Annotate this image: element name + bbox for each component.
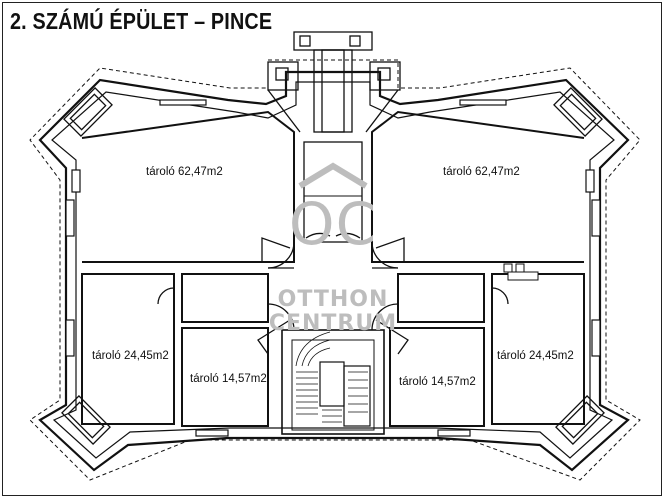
room-label-upper-left: tároló 62,47m2 xyxy=(146,166,223,178)
room-label-middle-left: tároló 14,57m2 xyxy=(190,373,267,385)
watermark-line2: CENTRUM xyxy=(269,311,397,336)
room-labels: tároló 62,47m2 tároló 62,47m2 tároló 24,… xyxy=(92,166,574,388)
room-label-lower-right: tároló 24,45m2 xyxy=(497,350,574,362)
plan-title: 2. SZÁMÚ ÉPÜLET – PINCE xyxy=(10,8,273,34)
outer-walls xyxy=(38,70,630,472)
room-label-middle-right: tároló 14,57m2 xyxy=(399,376,476,388)
outer-dashed-outline xyxy=(29,59,641,481)
interior-walls xyxy=(81,110,585,435)
corner-towers xyxy=(61,87,605,445)
room-label-upper-right: tároló 62,47m2 xyxy=(443,166,520,178)
page-frame xyxy=(2,2,662,496)
watermark: OC OTTHON CENTRUM xyxy=(269,162,397,336)
watermark-line1: OTTHON xyxy=(278,287,389,312)
door-swings xyxy=(157,232,509,355)
utility-fixtures xyxy=(503,263,539,281)
top-entrance-structure xyxy=(267,31,401,133)
staircase-steps xyxy=(295,331,368,423)
windows xyxy=(65,99,601,437)
watermark-logo: OC xyxy=(289,190,377,258)
room-label-lower-left: tároló 24,45m2 xyxy=(92,350,169,362)
watermark-roof-icon xyxy=(298,162,368,189)
